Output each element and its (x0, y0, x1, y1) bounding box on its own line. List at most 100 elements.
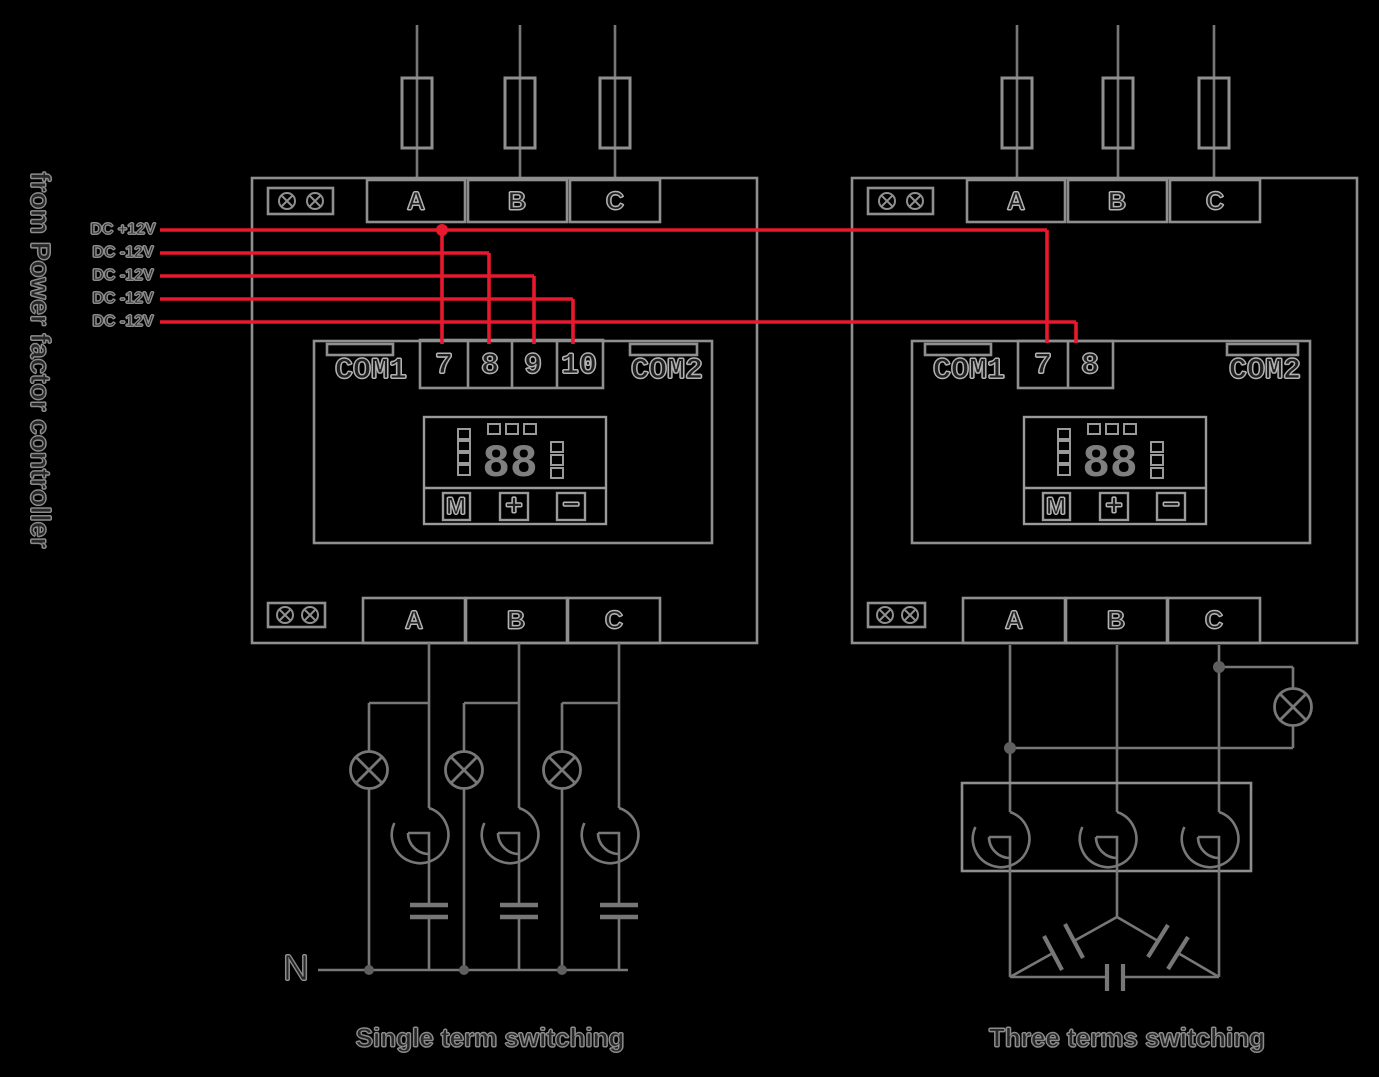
fuse-bank-right (1000, 23, 1231, 180)
capacitor-icon (1146, 923, 1190, 971)
mode-button: M (445, 492, 466, 520)
terminal-label-c-bottom: C (604, 606, 624, 635)
wire-label-dc-minus12: DC -12V (92, 290, 154, 308)
relay-terminal-8: 8 (1080, 348, 1100, 383)
junction-dot (1213, 661, 1225, 673)
terminal-box-a-top (365, 178, 467, 224)
com1-label: COM1 (334, 353, 408, 388)
terminal-label-c-top: C (605, 187, 625, 216)
seven-segment-display: 88 (482, 438, 538, 490)
seven-segment-display: 88 (1082, 438, 1138, 490)
fuse-icon (400, 23, 434, 180)
fuse-icon (598, 23, 632, 180)
caption-three-terms: Three terms switching (989, 1022, 1266, 1053)
junction-dot (459, 965, 469, 975)
capacitor-icon (1104, 964, 1126, 991)
terminal-label-a-top: A (1006, 187, 1026, 216)
terminal-label-b-top: B (507, 187, 527, 216)
lamp-icon (444, 750, 484, 790)
plus-button: + (505, 488, 524, 522)
capacitor-icon (500, 905, 538, 917)
fuse-icon (1000, 23, 1034, 180)
relay-terminal-7: 7 (434, 348, 454, 383)
side-label: from Power factor controller (25, 171, 57, 549)
terminal-label-a-bottom: A (404, 606, 424, 635)
lamp-branch-bottom (1010, 725, 1295, 750)
device-outline (850, 176, 1359, 645)
relay-terminal-8: 8 (480, 348, 500, 383)
lamp-branch-c (560, 701, 619, 752)
terminal-label-c-top: C (1205, 187, 1225, 216)
relay-terminal-9: 9 (523, 348, 543, 383)
com2-slot (1225, 342, 1300, 357)
wire-label-dc-minus12: DC -12V (92, 313, 154, 331)
wire-label-dc-minus12: DC -12V (92, 267, 154, 285)
relay-terminal-dividers (466, 340, 559, 388)
capacitor-icon (600, 905, 638, 917)
fuse-icon (503, 23, 537, 180)
dc-control-wires (160, 224, 1078, 344)
fuse-icon (1101, 23, 1135, 180)
contactor-box (960, 781, 1253, 873)
delta-right-diagonal (1116, 915, 1220, 979)
screw-icon (275, 605, 295, 625)
lamp-icon (1273, 687, 1313, 727)
com2-label: COM2 (630, 353, 704, 388)
terminal-label-b-bottom: B (506, 606, 526, 635)
device-outline (250, 176, 759, 645)
device-right (850, 176, 1359, 645)
lamp-icon (542, 750, 582, 790)
terminal-label-c-bottom: C (1204, 606, 1224, 635)
junction-dot (557, 965, 567, 975)
wire-label-dc-plus12: DC +12V (90, 221, 156, 239)
contactor-contact-icon (1180, 810, 1240, 869)
capacitor-icon (1042, 923, 1085, 971)
terminal-box-b-top (1066, 178, 1169, 224)
terminal-label-a-bottom: A (1004, 606, 1024, 635)
terminal-box-c-top (568, 178, 662, 224)
terminal-box-b-top (466, 178, 569, 224)
contactor-contact-icon (580, 806, 640, 865)
screw-icon (875, 605, 895, 625)
relay-terminal-block (1016, 339, 1115, 390)
terminal-label-a-top: A (406, 187, 426, 216)
delta-left-diagonal (1009, 915, 1118, 979)
junction-dot (436, 224, 448, 236)
screw-icon (877, 191, 897, 211)
terminal-box-c-bottom (1166, 596, 1262, 645)
fuse-icon (1197, 23, 1231, 180)
screw-box (866, 186, 935, 216)
minus-button: − (1162, 487, 1181, 521)
relay-terminal-7: 7 (1033, 348, 1053, 383)
single-term-circuit (318, 643, 638, 975)
three-terms-circuit (960, 645, 1313, 991)
junction-dot (364, 965, 374, 975)
com1-slot (325, 342, 395, 357)
terminal-box-c-bottom (566, 596, 662, 645)
lamp-branch-a (367, 701, 429, 752)
terminal-label-b-top: B (1107, 187, 1127, 216)
com2-label: COM2 (1228, 353, 1302, 388)
capacitor-icon (410, 905, 448, 917)
relay-terminal-10: 10 (560, 348, 598, 383)
neutral-label: N (283, 947, 310, 989)
terminal-label-b-bottom: B (1106, 606, 1126, 635)
screw-icon (905, 191, 925, 211)
contactor-contact-icon (480, 806, 540, 865)
screw-icon (300, 605, 320, 625)
lamp-icon (349, 750, 389, 790)
contactor-contact-icon (1078, 810, 1138, 869)
terminal-box-c-top (1168, 178, 1262, 224)
screw-box (866, 601, 927, 629)
com2-slot (628, 342, 699, 357)
screw-box (266, 601, 327, 629)
lamp-branch-top (1219, 665, 1295, 688)
device-left (250, 176, 759, 645)
screw-icon (900, 605, 920, 625)
com1-slot (923, 342, 993, 357)
wire-dc-minus12-2 (160, 274, 536, 344)
contactor-contact-icon (971, 810, 1031, 869)
mode-button: M (1045, 492, 1066, 520)
lamp-branch-b (462, 701, 519, 752)
